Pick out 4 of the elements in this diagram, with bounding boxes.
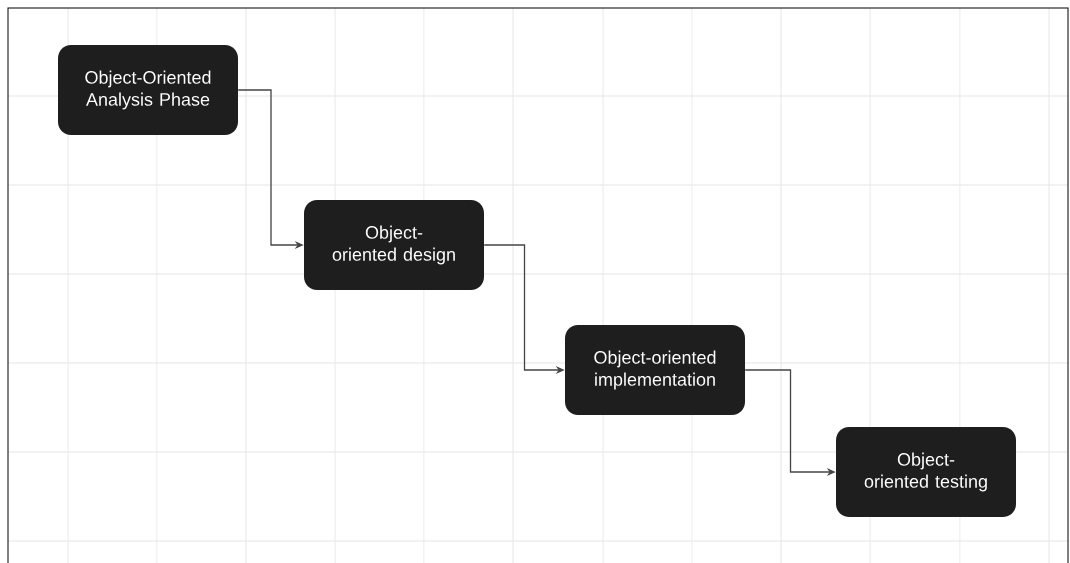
process-box: Object-Oriented Analysis Phase <box>58 45 238 135</box>
process-box: Object-oriented implementation <box>565 325 745 415</box>
process-box: Object-oriented design <box>304 200 484 290</box>
process-box: Object-oriented testing <box>836 427 1016 517</box>
